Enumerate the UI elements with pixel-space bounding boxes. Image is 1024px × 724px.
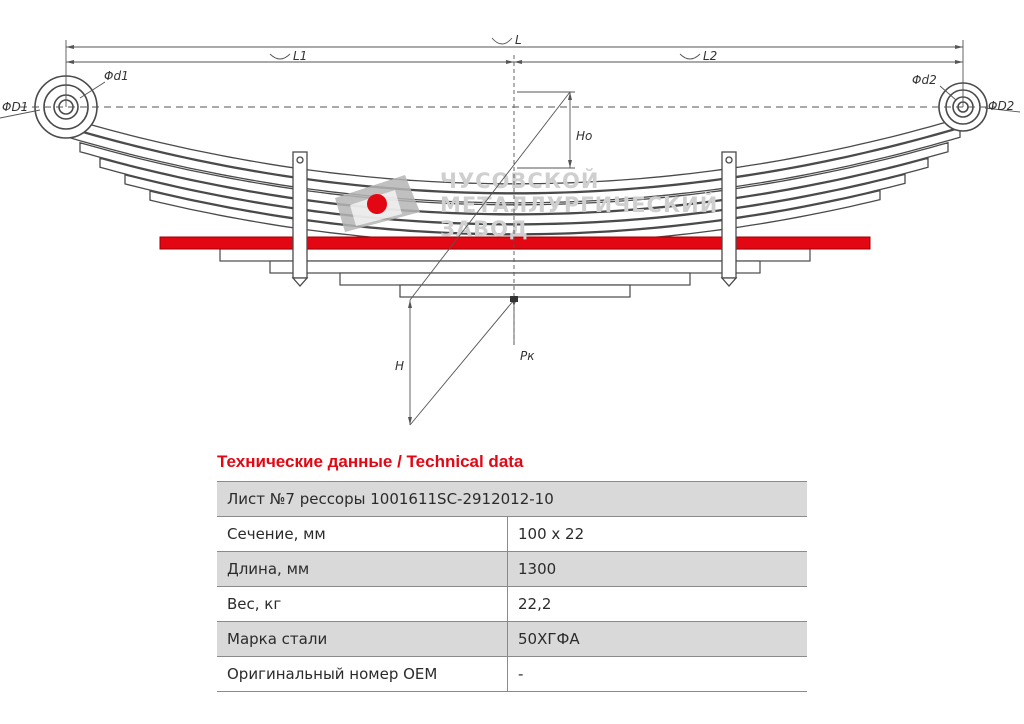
row-label: Длина, мм xyxy=(217,551,508,587)
table-row: Оригинальный номер OEM - xyxy=(217,656,807,692)
table-header-row: Лист №7 рессоры 1001611SC-2912012-10 xyxy=(217,481,807,517)
l2-arc-mark xyxy=(679,53,701,60)
dim-label-l: L xyxy=(515,33,522,47)
d2-leader-line xyxy=(984,107,1021,113)
leaf-spring-drawing: ЧУСОВСКОЙ МЕТАЛЛУРГИЧЕСКИЙ ЗАВОД L xyxy=(0,33,1021,426)
right-clamp xyxy=(720,151,738,287)
row-value: - xyxy=(507,656,807,692)
watermark-line-1: ЧУСОВСКОЙ xyxy=(440,168,599,193)
row-value: 22,2 xyxy=(507,586,807,622)
row-label: Марка стали xyxy=(217,621,508,657)
watermark-line-2: МЕТАЛЛУРГИЧЕСКИЙ xyxy=(440,192,718,217)
dim-label-load: Pк xyxy=(520,349,535,363)
d2-inner-leader-line xyxy=(939,85,957,101)
bottom-leaf-3 xyxy=(339,272,691,286)
row-value: 1300 xyxy=(507,551,807,587)
dim-label-d1-outer: ΦD1 xyxy=(2,100,28,114)
d1-inner-leader-line xyxy=(79,81,106,99)
l1-arc-mark xyxy=(269,53,291,60)
section-title: Технические данные / Technical data xyxy=(217,452,524,471)
highlighted-leaf xyxy=(159,236,871,250)
technical-data-table: Лист №7 рессоры 1001611SC-2912012-10 Сеч… xyxy=(217,481,807,692)
dim-label-h: H xyxy=(395,359,404,373)
right-clamp-bar xyxy=(721,151,737,279)
left-clamp-tip xyxy=(291,277,309,287)
dim-label-d2-inner: Φd2 xyxy=(912,73,937,87)
h-leader-line xyxy=(409,299,515,426)
left-clamp-bar xyxy=(292,151,308,279)
watermark-logo: ЧУСОВСКОЙ МЕТАЛЛУРГИЧЕСКИЙ ЗАВОД xyxy=(335,168,718,241)
dim-label-l2: L2 xyxy=(703,49,717,63)
dim-label-d1-inner: Φd1 xyxy=(104,69,129,83)
dim-label-d2-outer: ΦD2 xyxy=(988,99,1014,113)
table-row: Сечение, мм 100 х 22 xyxy=(217,516,807,552)
left-clamp xyxy=(291,151,309,287)
ho-leader-line xyxy=(409,91,571,301)
load-point xyxy=(510,296,518,302)
d1-leader-line xyxy=(0,109,41,119)
row-value: 100 х 22 xyxy=(507,516,807,552)
table-row: Марка стали 50ХГФА xyxy=(217,621,807,657)
l-arc-mark xyxy=(491,37,513,45)
logo-red-dot-icon xyxy=(367,194,387,214)
table-row: Длина, мм 1300 xyxy=(217,551,807,587)
dim-label-l1: L1 xyxy=(293,49,307,63)
left-clamp-hole xyxy=(296,156,304,164)
row-label: Сечение, мм xyxy=(217,516,508,552)
arrowheads xyxy=(66,45,963,425)
table-row: Вес, кг 22,2 xyxy=(217,586,807,622)
dim-label-ho: Ho xyxy=(576,129,592,143)
right-clamp-hole xyxy=(725,156,733,164)
bottom-leaf-2 xyxy=(269,260,761,274)
watermark-line-3: ЗАВОД xyxy=(440,217,529,241)
row-label: Оригинальный номер OEM xyxy=(217,656,508,692)
table-header: Лист №7 рессоры 1001611SC-2912012-10 xyxy=(217,481,807,517)
row-label: Вес, кг xyxy=(217,586,508,622)
bottom-leaf-4 xyxy=(399,284,631,298)
right-clamp-tip xyxy=(720,277,738,287)
row-value: 50ХГФА xyxy=(507,621,807,657)
